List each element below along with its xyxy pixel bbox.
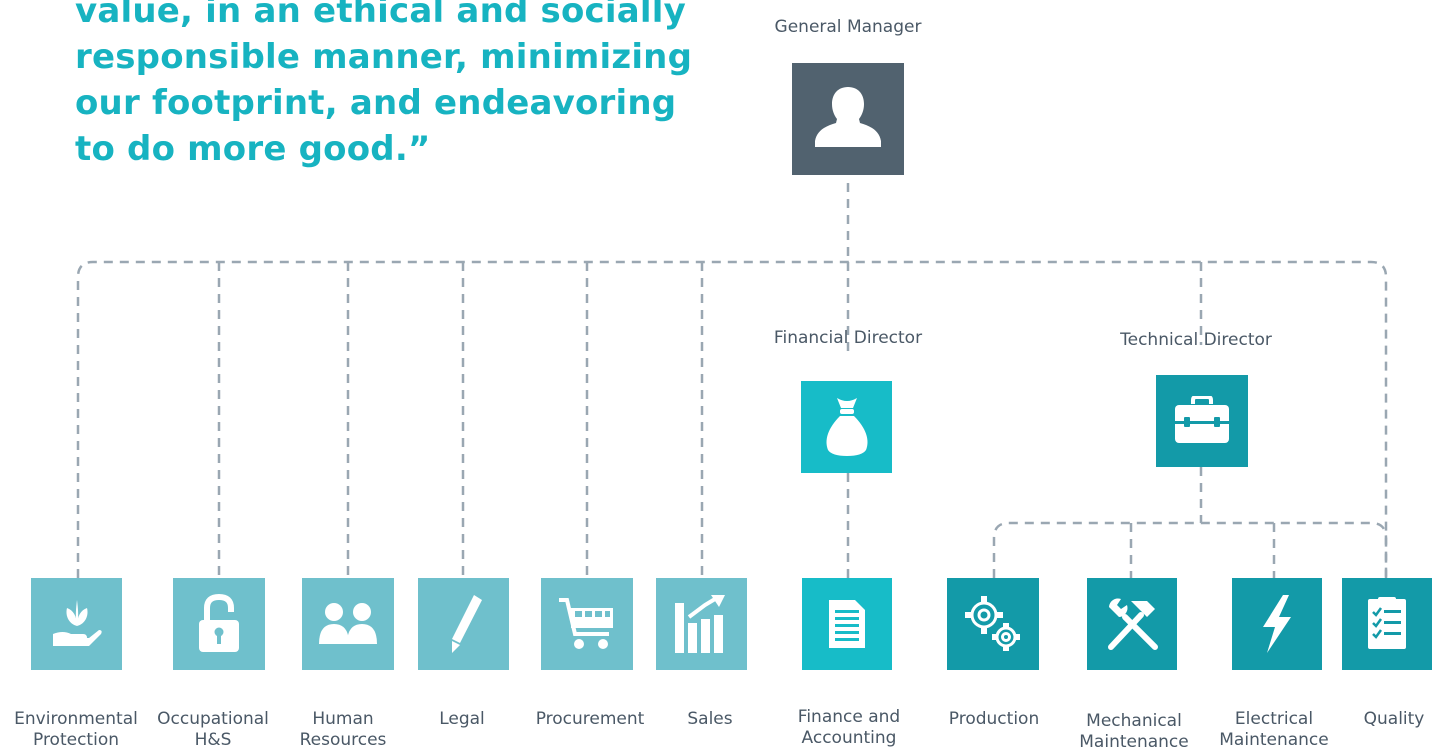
department-label: Procurement	[536, 709, 645, 730]
cart-icon	[559, 598, 613, 649]
person-icon	[815, 87, 881, 147]
general-manager-box	[792, 63, 904, 175]
financial-director-title: Financial Director	[773, 328, 923, 348]
department-label-line: Environmental	[14, 709, 138, 729]
technical-director-box	[1156, 375, 1248, 467]
department-label-line: Finance and	[797, 707, 901, 727]
quote-line: responsible manner, minimizing	[75, 37, 693, 77]
department-box-sales	[656, 578, 747, 670]
department-box-procurement	[541, 578, 633, 670]
quote-line: to do more good.”	[75, 129, 431, 169]
department-box-finance-accounting	[802, 578, 892, 670]
pencil-icon	[451, 595, 482, 653]
quote-line: value, in an ethical and socially	[75, 0, 686, 31]
department-label: Sales	[687, 709, 732, 730]
department-label: Production	[949, 709, 1039, 730]
money-bag-icon	[826, 398, 867, 456]
department-label-line: Occupational	[157, 709, 269, 729]
growth-chart-icon	[674, 595, 725, 653]
department-label-line: Procurement	[535, 709, 645, 729]
briefcase-icon	[1175, 396, 1229, 443]
department-label: Occupational H&S	[157, 709, 269, 751]
department-box-human-resources	[302, 578, 394, 670]
department-label-line: Protection	[32, 730, 120, 750]
department-label: Mechanical Maintenance	[1079, 711, 1188, 753]
padlock-icon	[199, 594, 239, 652]
department-label-line: Sales	[687, 709, 733, 729]
people-icon	[319, 603, 377, 644]
department-label: Finance and Accounting	[798, 707, 900, 749]
department-label: Legal	[439, 709, 485, 730]
department-box-mechanical-maintenance	[1087, 578, 1177, 670]
department-label-line: Mechanical	[1086, 711, 1182, 731]
connector-technical-bus	[992, 521, 1388, 578]
department-label: Human Resources	[300, 709, 387, 751]
mission-quote: value, in an ethical and socially respon…	[75, 0, 695, 172]
department-box-legal	[418, 578, 509, 670]
department-label-line: H&S	[194, 730, 232, 750]
connector-main-bus	[76, 260, 1388, 578]
department-label-line: Accounting	[801, 728, 897, 748]
department-box-quality	[1342, 578, 1432, 670]
department-box-environmental-protection	[31, 578, 122, 670]
department-label-line: Maintenance	[1079, 732, 1189, 752]
department-label-line: Maintenance	[1219, 730, 1329, 750]
technical-director-title: Technical Director	[1120, 330, 1272, 350]
checklist-icon	[1368, 597, 1406, 649]
general-manager-title: General Manager	[774, 17, 922, 37]
financial-director-box	[801, 381, 892, 473]
quote-line: our footprint, and endeavoring	[75, 83, 677, 123]
department-label-line: Resources	[299, 730, 387, 750]
department-box-occupational-hs	[173, 578, 265, 670]
department-label-line: Quality	[1363, 709, 1425, 729]
hand-plant-icon	[52, 600, 102, 646]
department-label-line: Human	[312, 709, 374, 729]
department-label-line: Production	[948, 709, 1040, 729]
department-label: Electrical Maintenance	[1219, 709, 1328, 751]
lightning-icon	[1263, 595, 1291, 653]
department-label: Environmental Protection	[14, 709, 138, 751]
department-box-electrical-maintenance	[1232, 578, 1322, 670]
department-label-line: Electrical	[1234, 709, 1314, 729]
department-label: Quality	[1364, 709, 1425, 730]
department-box-production	[947, 578, 1039, 670]
gears-icon	[965, 596, 1020, 651]
tools-icon	[1108, 598, 1158, 650]
department-label-line: Legal	[439, 709, 485, 729]
document-icon	[829, 600, 865, 648]
